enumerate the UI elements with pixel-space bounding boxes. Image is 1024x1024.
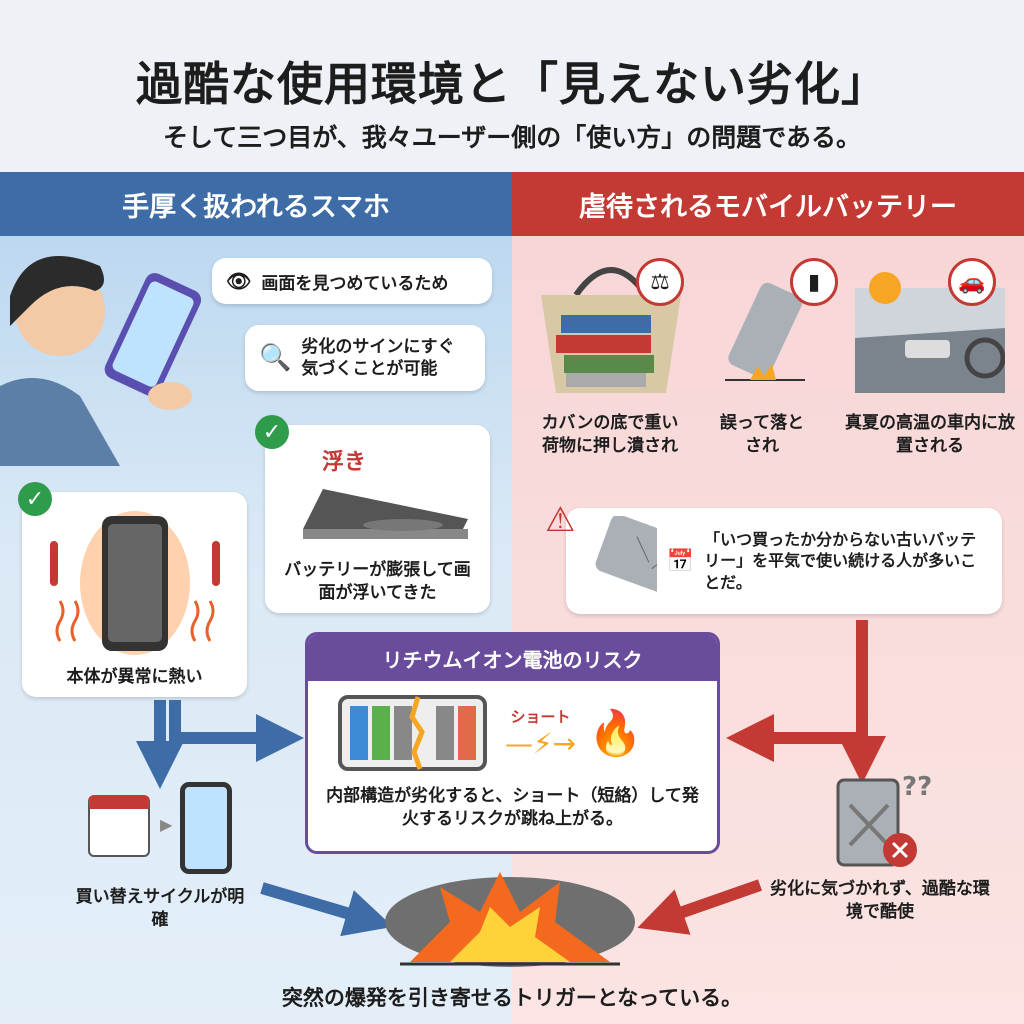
- swelling-card: バッテリーが膨張して画面が浮いてきた: [265, 425, 490, 613]
- bag-with-books-illustration: [541, 267, 681, 393]
- cycle-caption: 買い替えサイクルが明確: [75, 887, 245, 930]
- lightning-icon: —⚡→: [505, 727, 577, 760]
- overheat-card: 本体が異常に熱い: [22, 492, 247, 697]
- search-bubble-text: 劣化のサインにすぐ気づくことが可能: [301, 336, 455, 379]
- new-phone-icon: [180, 782, 232, 874]
- old-battery-card: ? 📅 「いつ買ったか分からない古いバッテリー」を平気で使い続ける人が多いことだ…: [566, 508, 1002, 614]
- falling-battery-illustration: [725, 282, 805, 381]
- damaged-battery-illustration: [338, 695, 487, 771]
- fire-icon: 🔥: [588, 708, 643, 759]
- page-title: 過酷な使用環境と「見えない劣化」: [136, 57, 888, 111]
- eye-icon: 👁: [226, 269, 252, 293]
- person-using-phone-illustration: [0, 256, 202, 466]
- overheat-caption: 本体が異常に熱い: [66, 667, 203, 688]
- risk-text: 内部構造が劣化すると、ショート（短絡）して発火するリスクが跳ね上がる。: [326, 786, 699, 829]
- discarded-battery-illustration: ??: [836, 772, 932, 867]
- conclusion-text: 突然の爆発を引き寄せるトリガーとなっている。: [281, 986, 743, 1010]
- thermometer-icon: [49, 541, 58, 587]
- old-battery-illustration: ?: [595, 516, 657, 606]
- car-icon: 🚗: [948, 258, 996, 306]
- sun-icon: [869, 272, 901, 304]
- page-subtitle: そして三つ目が、我々ユーザー側の「使い方」の問題である。: [162, 123, 861, 152]
- svg-text:??: ??: [902, 772, 932, 802]
- drop-icon: ▮: [790, 258, 838, 306]
- explosion-illustration: [385, 872, 635, 967]
- abuse-caption: 劣化に気づかれず、過酷な環境で酷使: [770, 879, 990, 922]
- swelling-caption: バッテリーが膨張して画面が浮いてきた: [284, 560, 471, 604]
- swollen-phone-illustration: [302, 489, 468, 540]
- overheating-phone-illustration: [49, 511, 220, 656]
- eye-bubble-text: 画面を見つめているため: [261, 273, 449, 294]
- short-label: ショート: [510, 708, 571, 726]
- drop-caption: 誤って落とされ: [719, 413, 805, 456]
- warning-icon: ⚠: [545, 500, 576, 540]
- eye-bubble: 👁 画面を見つめているため: [212, 258, 492, 304]
- search-bubble: 🔍 劣化のサインにすぐ気づくことが可能: [245, 325, 485, 391]
- check-icon: ✓: [18, 482, 52, 516]
- lithium-risk-box: リチウムイオン電池のリスク ショート —⚡→ 🔥 内部構造が劣化すると、ショート…: [305, 632, 720, 854]
- mobile-battery-header: 虐待されるモバイルバッテリー: [512, 172, 1024, 236]
- car-caption: 真夏の高温の車内に放置される: [845, 413, 1015, 456]
- smartphone-header: 手厚く扱われるスマホ: [0, 172, 512, 236]
- old-battery-caption: 「いつ買ったか分からない古いバッテリー」を平気で使い続ける人が多いことだ。: [704, 529, 977, 592]
- bag-caption: カバンの底で重い荷物に押し潰され: [541, 413, 679, 456]
- magnifier-icon: 🔍: [259, 343, 292, 373]
- calendar-icon: [88, 795, 150, 857]
- arrow-right-icon: ▶: [160, 815, 173, 834]
- calendar-icon: 📅: [666, 548, 695, 574]
- car-dashboard-illustration: [855, 272, 1005, 393]
- check-icon: ✓: [255, 415, 289, 449]
- weight-icon: ⚖: [636, 258, 684, 306]
- risk-header: リチウムイオン電池のリスク: [308, 635, 717, 681]
- swell-tag: 浮き: [322, 450, 367, 475]
- thermometer-icon: [211, 541, 220, 587]
